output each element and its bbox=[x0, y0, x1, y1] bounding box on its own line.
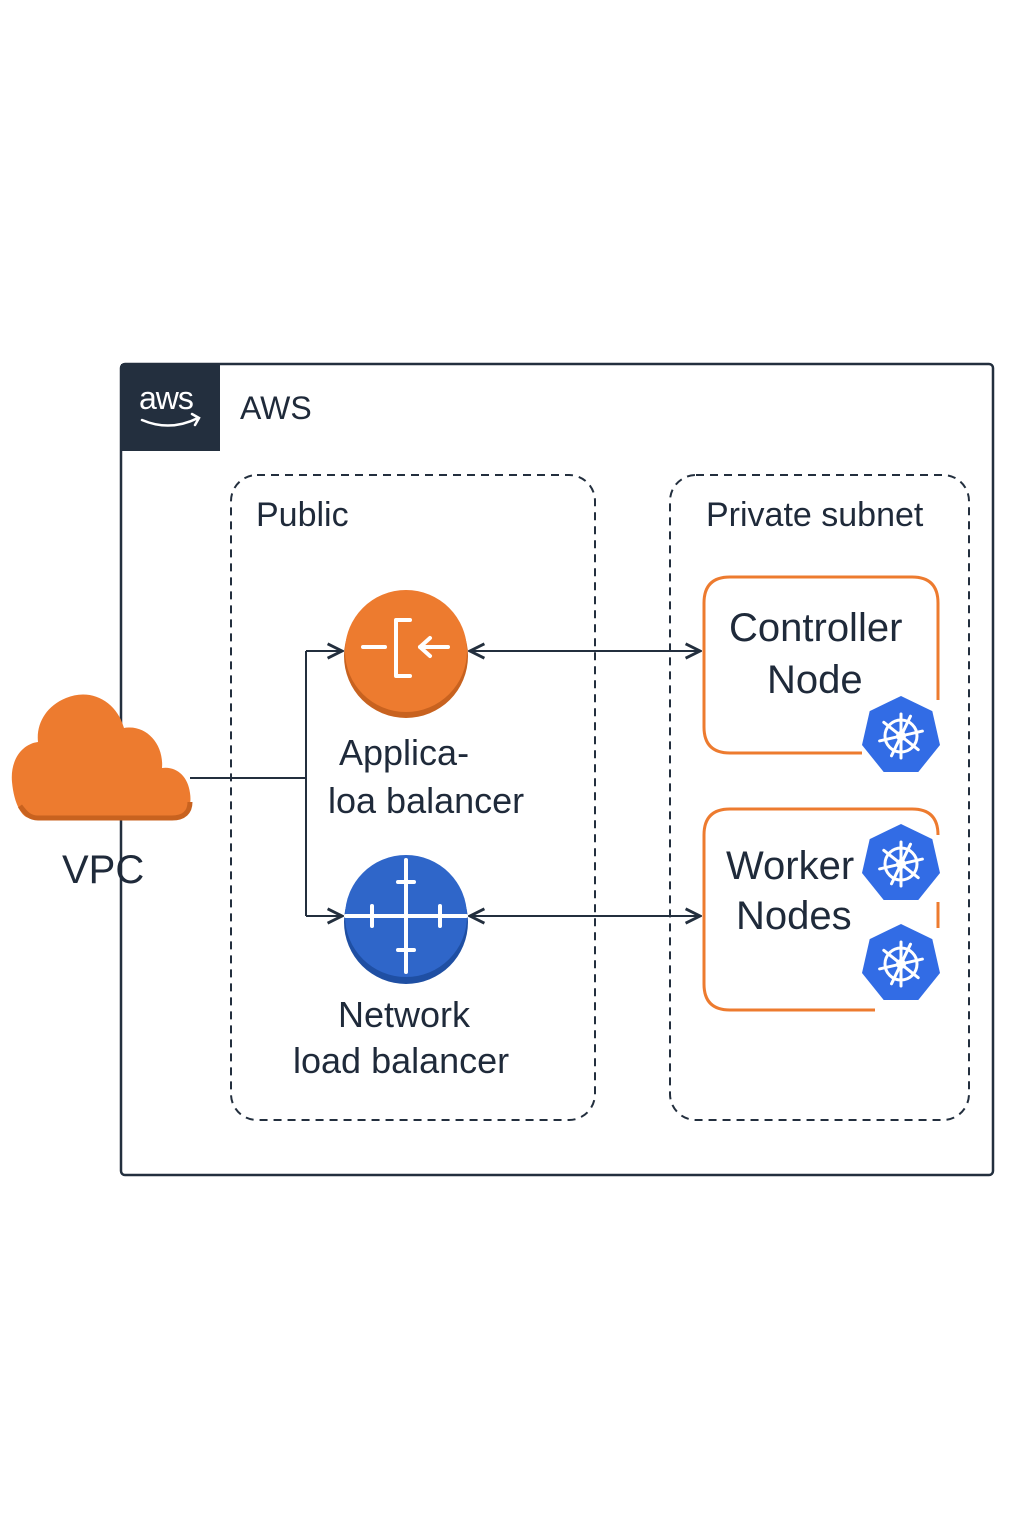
controller-label-line2: Node bbox=[767, 658, 863, 702]
aws-logo-badge bbox=[121, 364, 220, 451]
workers-label-line2: Nodes bbox=[736, 894, 852, 938]
aws-cloud-boundary bbox=[119, 362, 995, 1177]
workers-label-line1: Worker bbox=[726, 844, 855, 888]
private-subnet-label: Private subnet bbox=[706, 496, 924, 534]
public-subnet-label: Public bbox=[256, 496, 349, 534]
kubernetes-icon bbox=[862, 696, 940, 772]
cloud-icon bbox=[11, 694, 193, 821]
aws-smile-icon bbox=[140, 412, 201, 427]
network-load-balancer-icon bbox=[344, 855, 468, 984]
private-subnet-box bbox=[669, 474, 970, 1121]
vpc-label: VPC bbox=[62, 848, 145, 892]
application-load-balancer-icon bbox=[344, 590, 468, 718]
kubernetes-icon bbox=[862, 924, 940, 1000]
controller-node-box bbox=[702, 575, 940, 755]
alb-label-line1: Applica- bbox=[339, 732, 470, 773]
public-subnet-box bbox=[230, 474, 596, 1121]
aws-title: AWS bbox=[240, 390, 312, 426]
aws-logo-text: aws bbox=[139, 380, 194, 416]
vpc-connectors bbox=[190, 651, 700, 916]
kubernetes-icon bbox=[862, 824, 940, 900]
nlb-label-line1: Network bbox=[338, 994, 471, 1035]
worker-nodes-box bbox=[702, 807, 940, 1012]
controller-label-line1: Controller bbox=[729, 606, 903, 650]
alb-label-line2: loa balancer bbox=[328, 780, 525, 821]
nlb-label-line2: load balancer bbox=[293, 1040, 510, 1081]
